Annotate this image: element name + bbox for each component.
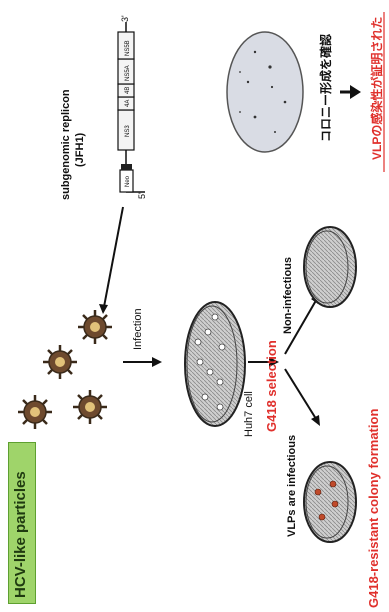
noninfectious-label: Non-infectious — [282, 257, 294, 334]
vlp-proven-label: VLPの感染性が証明された — [368, 17, 385, 160]
replicon-arrow — [99, 207, 123, 314]
resistant-label: G418-resistant colony formation — [366, 409, 381, 608]
noninfectious-dish — [304, 227, 356, 307]
replicon-construct: Neo NS3 4A 4B NS5A NS5B — [118, 22, 145, 192]
huh7-label: Huh7 cell — [243, 391, 255, 437]
virus-particle-3 — [73, 390, 107, 424]
virus-particle-4 — [78, 310, 112, 344]
replicon-label-line1: subgenomic replicon — [60, 89, 72, 200]
segment-neo: Neo — [125, 175, 131, 187]
infection-arrow — [123, 357, 162, 367]
segment-4a: 4A — [125, 100, 131, 107]
infection-label: Infection — [132, 308, 144, 350]
virus-particle-1 — [18, 395, 52, 429]
segment-ns5a: NS5A — [125, 65, 131, 81]
huh7-dish — [185, 302, 245, 426]
segment-ns5b: NS5B — [125, 40, 131, 56]
infectious-label: VLPs are infectious — [286, 435, 298, 537]
three-prime-label: 3' — [120, 15, 130, 22]
five-prime-label: 5' — [137, 192, 147, 199]
segment-4b: 4B — [125, 87, 131, 94]
virus-particle-2 — [43, 345, 77, 379]
replicon-label-line2: (JFH1) — [74, 133, 86, 167]
colony-photo — [227, 32, 303, 152]
branch-infectious-arrow — [285, 369, 320, 426]
selection-label: G418 selection — [264, 340, 279, 432]
segment-ns3: NS3 — [125, 125, 131, 137]
colony-confirm-label: コロニー形成を確認 — [317, 34, 334, 142]
result-arrow — [340, 85, 361, 99]
infectious-dish — [304, 462, 356, 542]
